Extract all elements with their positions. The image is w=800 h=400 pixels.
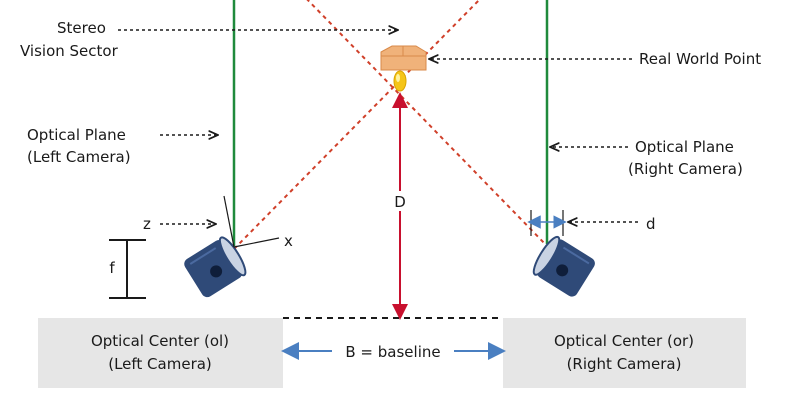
real-world-point-label: Real World Point bbox=[639, 50, 761, 68]
optical-center-right-label: Optical Center (or) bbox=[554, 332, 694, 350]
stereo-vision-sector-label: Stereo bbox=[57, 19, 106, 37]
optical-center-left-sublabel: (Left Camera) bbox=[108, 355, 212, 373]
optical-plane-left-label: Optical Plane bbox=[27, 126, 126, 144]
sight-line-right bbox=[306, 0, 550, 249]
axis-z-line bbox=[223, 195, 235, 248]
offset-d-label: d bbox=[646, 215, 656, 233]
sight-line-left bbox=[233, 0, 481, 250]
focal-length-label: f bbox=[109, 259, 115, 277]
distance-label: D bbox=[394, 193, 406, 211]
axis-z-label: z bbox=[143, 215, 151, 233]
optical-plane-right-label: Optical Plane bbox=[635, 138, 734, 156]
camera-left-icon bbox=[184, 236, 247, 298]
optical-plane-right-sublabel: (Right Camera) bbox=[628, 160, 743, 178]
optical-center-right-box: Optical Center (or) (Right Camera) bbox=[503, 318, 746, 388]
optical-center-left-label: Optical Center (ol) bbox=[91, 332, 229, 350]
real-world-point-icon bbox=[380, 45, 427, 92]
axis-x-line bbox=[233, 237, 280, 248]
camera-right-icon bbox=[532, 235, 595, 297]
axis-x-label: x bbox=[284, 232, 293, 250]
stereo-vision-sector-sublabel: Vision Sector bbox=[20, 42, 119, 60]
baseline-label: B = baseline bbox=[345, 343, 440, 361]
optical-center-left-box: Optical Center (ol) (Left Camera) bbox=[38, 318, 283, 388]
optical-plane-left-sublabel: (Left Camera) bbox=[27, 148, 131, 166]
optical-center-right-sublabel: (Right Camera) bbox=[567, 355, 682, 373]
